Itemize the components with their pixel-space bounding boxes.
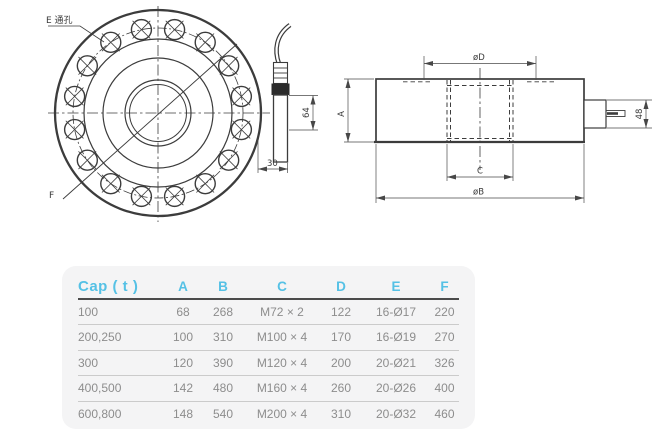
side-connector-pin bbox=[605, 110, 626, 117]
table-row: 300 120 390 M120 × 4 200 20-Ø21 326 bbox=[78, 350, 459, 376]
table-cell: 310 bbox=[202, 324, 244, 351]
table-cell: 100 bbox=[78, 299, 164, 325]
side-dimensions bbox=[344, 56, 652, 203]
table-cell: 142 bbox=[164, 375, 202, 402]
table-cell: M72 × 2 bbox=[244, 299, 320, 325]
table-cell: M100 × 4 bbox=[244, 324, 320, 351]
table-cell: 20-Ø26 bbox=[362, 375, 430, 402]
header-b: B bbox=[202, 274, 244, 300]
table-cell: M120 × 4 bbox=[244, 350, 320, 376]
table-cell: 390 bbox=[202, 350, 244, 376]
side-view bbox=[374, 68, 626, 170]
dim-a-label: A bbox=[337, 111, 347, 117]
table-cell: 120 bbox=[164, 350, 202, 376]
load-cell-drawing: E 通孔 F 64 30 bbox=[46, 6, 652, 222]
bolt-holes bbox=[63, 18, 253, 208]
connector-housing bbox=[272, 94, 289, 163]
spec-table: Cap ( t ) A B C D E F 100 68 268 M72 × 2… bbox=[78, 274, 459, 427]
front-dimensions bbox=[257, 95, 318, 173]
spec-table-card: Cap ( t ) A B C D E F 100 68 268 M72 × 2… bbox=[62, 266, 475, 429]
dim-30-label: 30 bbox=[267, 159, 278, 169]
header-cap: Cap ( t ) bbox=[78, 274, 164, 300]
bolt-circle-leader-line bbox=[62, 43, 238, 200]
header-d: D bbox=[320, 274, 362, 300]
table-cell: 220 bbox=[430, 299, 459, 325]
table-cell: 170 bbox=[320, 324, 362, 351]
table-cell: 300 bbox=[78, 350, 164, 376]
table-cell: 148 bbox=[172, 407, 194, 421]
table-row: 400,500 142 480 M160 × 4 260 20-Ø26 400 bbox=[78, 375, 459, 402]
dim-b-label: øB bbox=[473, 188, 484, 198]
header-a: A bbox=[164, 274, 202, 300]
bolt-circle-label: F bbox=[49, 191, 54, 201]
table-row: 600,800 148 540 M200 × 4 310 20-Ø32 460 bbox=[78, 401, 459, 427]
table-cell: 600,800 bbox=[78, 407, 122, 421]
hole-label: E 通孔 bbox=[46, 15, 73, 26]
table-cell: M160 × 4 bbox=[244, 375, 320, 402]
table-cell: 270 bbox=[430, 324, 459, 351]
bolt-circle bbox=[72, 27, 244, 199]
table-cell: 122 bbox=[320, 299, 362, 325]
connector-nut bbox=[271, 83, 290, 95]
table-cell: 326 bbox=[430, 350, 459, 376]
table-header-row: Cap ( t ) A B C D E F bbox=[78, 274, 459, 300]
table-cell: 200 bbox=[320, 350, 362, 376]
header-e: E bbox=[362, 274, 430, 300]
header-c: C bbox=[244, 274, 320, 300]
table-row: 100 68 268 M72 × 2 122 16-Ø17 220 bbox=[78, 299, 459, 325]
table-cell: 68 bbox=[164, 299, 202, 325]
table-cell: 460 bbox=[434, 407, 455, 421]
side-connector-housing bbox=[583, 99, 607, 129]
table-cell: 268 bbox=[202, 299, 244, 325]
front-view bbox=[48, 6, 270, 222]
dim-d-label: øD bbox=[473, 53, 485, 63]
front-connector bbox=[271, 23, 292, 163]
dim-c-label: C bbox=[477, 167, 483, 177]
hole-leader-line bbox=[48, 25, 105, 43]
table-cell: 20-Ø32 bbox=[375, 407, 417, 421]
dim-64-label: 64 bbox=[302, 107, 312, 118]
table-cell: 16-Ø17 bbox=[362, 299, 430, 325]
table-cell: 260 bbox=[320, 375, 362, 402]
table-cell: 400 bbox=[430, 375, 459, 402]
table-cell: 100 bbox=[164, 324, 202, 351]
table-cell: 16-Ø19 bbox=[362, 324, 430, 351]
table-row: 200,250 100 310 M100 × 4 170 16-Ø19 270 bbox=[78, 324, 459, 351]
table-cell: 200,250 bbox=[78, 324, 164, 351]
table-cell: 310 bbox=[330, 407, 352, 421]
dim-48-label: 48 bbox=[635, 109, 645, 120]
table-cell: 400,500 bbox=[78, 375, 164, 402]
header-f: F bbox=[430, 274, 459, 300]
table-cell: M200 × 4 bbox=[256, 407, 308, 421]
table-cell: 480 bbox=[202, 375, 244, 402]
table-cell: 540 bbox=[212, 407, 234, 421]
table-cell: 20-Ø21 bbox=[362, 350, 430, 376]
